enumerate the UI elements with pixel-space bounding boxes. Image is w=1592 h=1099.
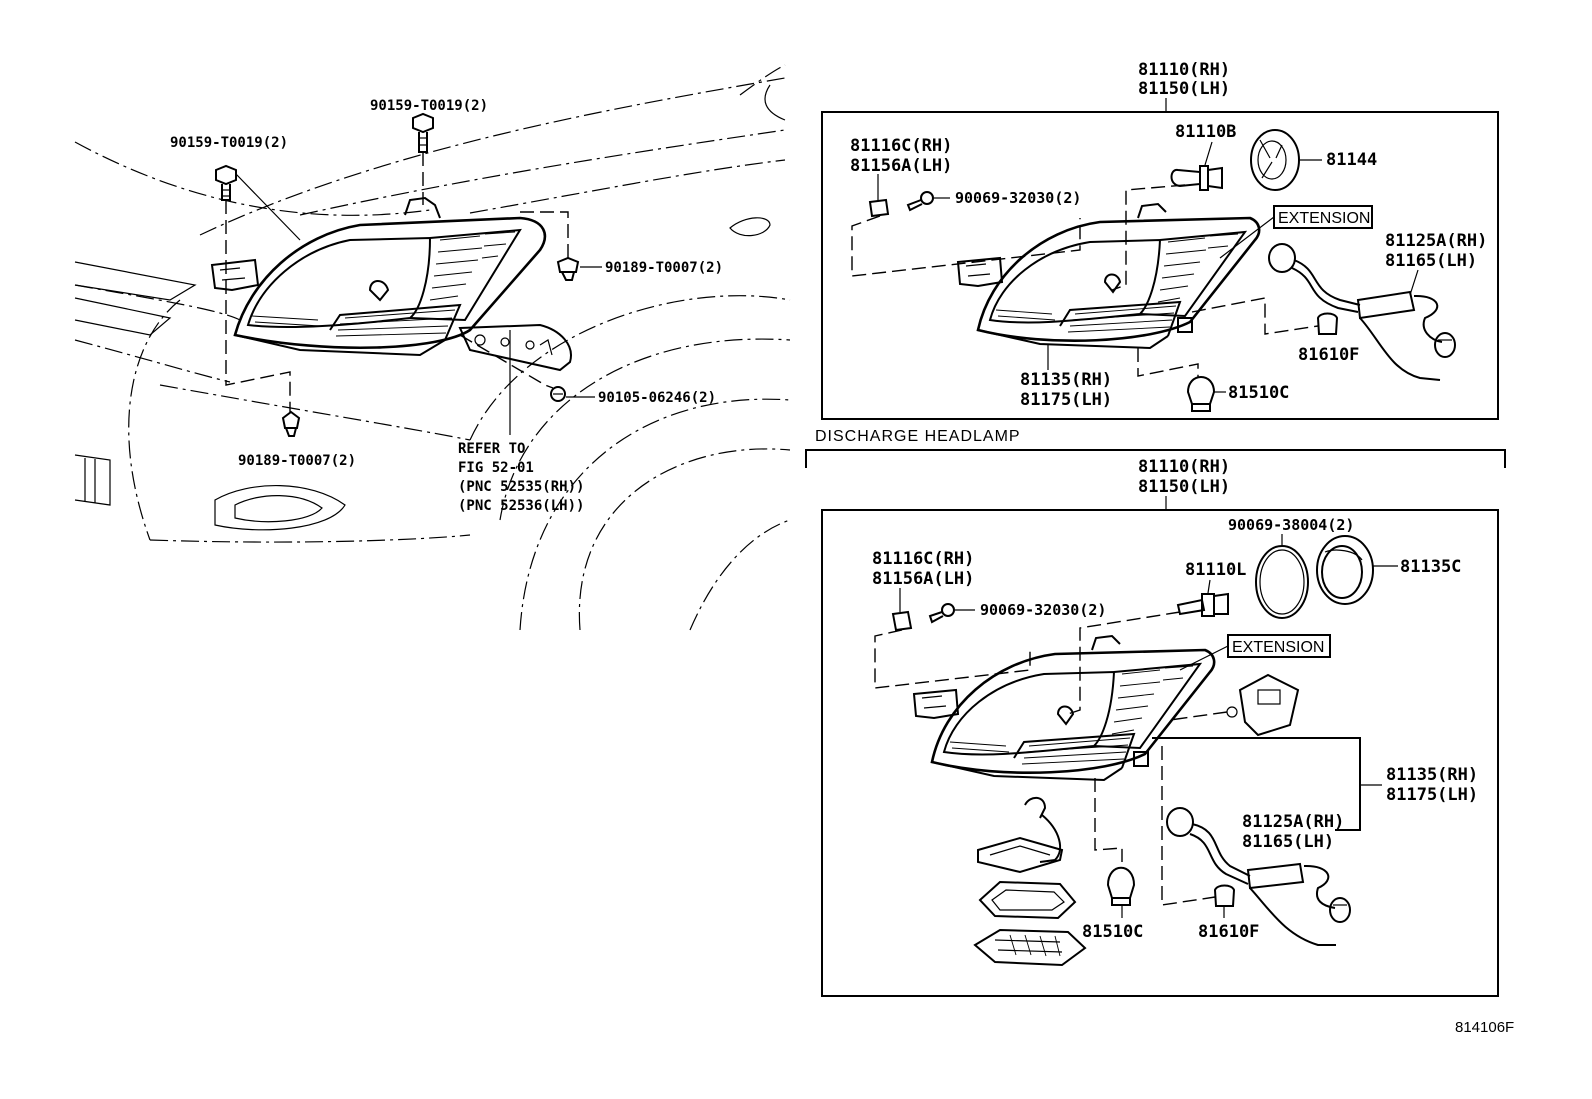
turn-bulb-label-2: 81510C <box>1082 922 1143 942</box>
small-bulb-icon <box>1316 312 1339 335</box>
refer-line-1: REFER TO <box>458 441 525 457</box>
turn-bulb-label: 81510C <box>1228 383 1289 403</box>
section-title: DISCHARGE HEADLAMP <box>815 428 1021 445</box>
top-panel-frame <box>821 111 1499 420</box>
assy-rh-label-2: 81110(RH) <box>1138 457 1230 477</box>
housing-rh-label: 81135(RH) <box>1020 370 1112 390</box>
screw-icon <box>928 603 955 624</box>
bottom-panel-frame <box>821 509 1499 997</box>
discharge-headlamp-panel: 81110(RH) 81150(LH) 90069-38004(2) 81135… <box>821 457 1499 997</box>
oring-label: 90069-38004(2) <box>1228 516 1354 534</box>
socket-rh-label-2: 81125A(RH) <box>1242 812 1344 832</box>
nut-rh-label: 81116C(RH) <box>850 136 952 156</box>
ballast-assembly-icon <box>973 796 1087 967</box>
socket-rh-label: 81125A(RH) <box>1385 231 1487 251</box>
igniter-icon <box>1226 673 1300 737</box>
bulb-label: 81110B <box>1175 122 1236 142</box>
clip-icon <box>281 410 301 437</box>
refer-line-3: (PNC 52535(RH)) <box>458 479 584 495</box>
socket-wire-icon <box>1268 243 1456 381</box>
bolt-upper-left-label: 90159-T0019(2) <box>170 135 288 151</box>
assy-lh-label: 81150(LH) <box>1138 79 1230 99</box>
small-bulb-label: 81610F <box>1298 345 1359 365</box>
bolt-upper-mid-label: 90159-T0019(2) <box>370 98 488 114</box>
housing-lh-label: 81175(LH) <box>1020 390 1112 410</box>
nut-rh-label-2: 81116C(RH) <box>872 549 974 569</box>
nut-lh-label-2: 81156A(LH) <box>872 569 974 589</box>
nut-lh-label: 81156A(LH) <box>850 156 952 176</box>
screw-label-2: 90069-32030(2) <box>980 601 1106 619</box>
section-bracket <box>805 449 1506 468</box>
clip-right-label: 90189-T0007(2) <box>605 260 723 276</box>
bolt-icon <box>412 112 434 153</box>
cover-label: 81144 <box>1326 150 1377 170</box>
cover-icon <box>1250 129 1300 191</box>
assy-rh-label: 81110(RH) <box>1138 60 1230 80</box>
socket-wire-icon <box>1166 807 1351 946</box>
vehicle-front-illustration: 90159-T0019(2) 90159-T0019(2) 90189-T000… <box>74 64 791 631</box>
turn-bulb-icon <box>1186 376 1216 412</box>
halogen-headlamp-panel: 81110(RH) 81150(LH) 81116C(RH) 81156A(LH… <box>821 60 1499 420</box>
bulb-label-2: 81110L <box>1185 560 1246 580</box>
headlamp-assembly-discharge <box>912 634 1216 782</box>
bulb-icon <box>1170 165 1223 191</box>
extension-label-2: EXTENSION <box>1232 639 1324 656</box>
nut-icon <box>868 198 890 218</box>
clip-bottom-label: 90189-T0007(2) <box>238 453 356 469</box>
headlamp-assembly-halogen <box>956 202 1261 350</box>
extension-label: EXTENSION <box>1278 210 1370 227</box>
cover-label-2: 81135C <box>1400 557 1461 577</box>
bolt-icon <box>215 164 237 201</box>
housing-rh-label-2: 81135(RH) <box>1386 765 1478 785</box>
xenon-bulb-icon <box>1176 592 1229 617</box>
socket-lh-label: 81165(LH) <box>1385 251 1477 271</box>
cover-icon <box>1316 535 1374 605</box>
screw-icon <box>906 191 934 212</box>
oring-icon <box>1255 545 1309 619</box>
screw-icon <box>550 386 566 402</box>
refer-line-2: FIG 52-01 <box>458 460 534 476</box>
small-bulb-icon <box>1213 884 1236 907</box>
nut-icon <box>891 610 913 632</box>
small-bulb-label-2: 81610F <box>1198 922 1259 942</box>
figure-code: 814106F <box>1455 1019 1514 1036</box>
assy-lh-label-2: 81150(LH) <box>1138 477 1230 497</box>
turn-bulb-icon <box>1106 866 1136 906</box>
socket-lh-label-2: 81165(LH) <box>1242 832 1334 852</box>
clip-icon <box>556 256 580 281</box>
housing-lh-label-2: 81175(LH) <box>1386 785 1478 805</box>
screw-bracket-label: 90105-06246(2) <box>598 390 716 406</box>
refer-line-4: (PNC 52536(LH)) <box>458 498 584 514</box>
screw-label: 90069-32030(2) <box>955 189 1081 207</box>
headlamp-assembly-left <box>210 196 572 372</box>
